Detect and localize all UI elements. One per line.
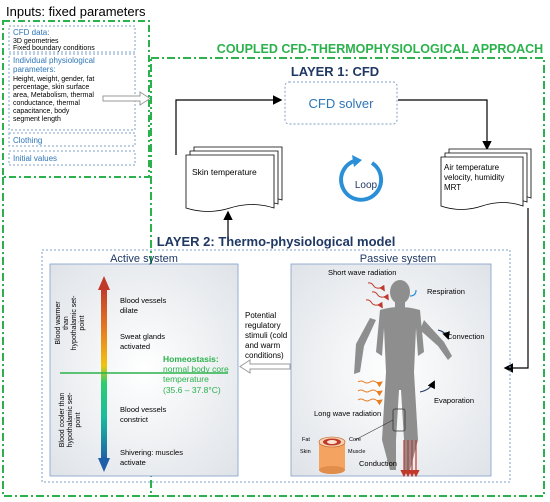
clothing-box xyxy=(8,132,136,147)
cfd-data-line: Fixed boundary conditions xyxy=(13,45,95,52)
individual-parameters-box xyxy=(8,53,136,131)
response-line: dilate xyxy=(120,306,138,315)
blood-cooler-line: hypothalamic set- xyxy=(67,392,74,448)
convection-label: Convection xyxy=(447,332,485,341)
cfd-data-box xyxy=(8,25,136,53)
short-wave-label: Short wave radiation xyxy=(328,268,396,277)
skin-label: Skin xyxy=(300,449,311,455)
blood-warmer-line: than xyxy=(63,316,70,330)
respiration-label: Respiration xyxy=(427,287,465,296)
individual-line: area, Metabolism, thermal xyxy=(13,92,94,99)
response-line: Blood vessels xyxy=(120,405,167,414)
stimuli-line: regulatory xyxy=(245,321,281,330)
temperature-gradient-arrow xyxy=(98,276,110,472)
human-body-figure xyxy=(354,280,452,470)
stimuli-line: stimuli (cold xyxy=(245,331,287,340)
loop-label: Loop xyxy=(355,180,378,191)
stimuli-line: conditions) xyxy=(245,351,284,360)
convection-arrow xyxy=(437,329,450,340)
cfd-data-line: 3D geometries xyxy=(13,38,59,45)
response-line: activate xyxy=(120,458,146,467)
individual-line: percentage, skin surface xyxy=(13,84,89,91)
skin-temperature-label: Skin temperature xyxy=(192,167,257,177)
core-label: Core xyxy=(349,437,361,443)
tissue-cylinder xyxy=(318,436,346,474)
cfd-solver-box xyxy=(284,81,398,125)
stimuli-line: Potential xyxy=(245,311,276,320)
initial-values-box xyxy=(8,150,136,166)
evaporation-arrow xyxy=(419,380,435,393)
homeostasis-line-text: temperature xyxy=(163,374,209,384)
blood-cooler-label: Blood cooler than hypothalamic set- poin… xyxy=(59,392,82,448)
response-line: activated xyxy=(120,342,150,351)
fat-label: Fat xyxy=(302,437,310,443)
response-line: constrict xyxy=(120,415,149,424)
respiration-arrow xyxy=(409,289,417,297)
long-wave-label: Long wave radiation xyxy=(314,409,381,418)
homeostasis-heading: Homeostasis: xyxy=(163,354,219,364)
active-system-panel xyxy=(49,263,239,477)
blood-warmer-line: hypothalamic set- xyxy=(71,295,78,351)
conduction-label: Conduction xyxy=(359,459,397,468)
skin-to-solver-arrow xyxy=(175,95,283,155)
blood-cooler-line: point xyxy=(75,412,82,427)
clothing-label: Clothing xyxy=(13,136,42,145)
coupled-frame-extension xyxy=(2,177,151,497)
layer2-title: LAYER 2: Thermo-physiological model xyxy=(157,234,396,249)
response-line: Shivering: muscles xyxy=(120,448,183,457)
inputs-arrow xyxy=(102,91,151,106)
stimuli-line: and warm xyxy=(245,341,280,350)
conduction-arrows xyxy=(400,440,420,478)
cfd-data-heading: CFD data: xyxy=(13,28,49,37)
blood-warmer-label: Blood warmer than hypothalamic set- poin… xyxy=(55,295,86,351)
evaporation-label: Evaporation xyxy=(434,396,474,405)
inputs-title: Inputs: fixed parameters xyxy=(6,4,146,19)
blood-warmer-line: Blood warmer xyxy=(55,301,62,345)
air-temperature-doc xyxy=(440,148,532,210)
passive-system-title: Passive system xyxy=(360,253,436,265)
individual-line: capacitance, body xyxy=(13,108,70,115)
skin-temperature-doc xyxy=(185,146,283,212)
air-temperature-line: MRT xyxy=(444,183,461,192)
response-line: Blood vessels xyxy=(120,296,167,305)
short-wave-arrows xyxy=(365,282,389,309)
loop-icon xyxy=(339,155,384,202)
air-to-layer2-arrow xyxy=(503,208,529,373)
blood-warmer-line: point xyxy=(79,315,86,330)
air-temperature-line: Air temperature xyxy=(444,163,500,172)
layer1-title: LAYER 1: CFD xyxy=(291,64,379,79)
leg-section-leader xyxy=(354,419,394,441)
homeostasis-line-text: normal body core xyxy=(163,364,229,374)
inputs-frame xyxy=(2,20,150,178)
individual-heading: parameters: xyxy=(13,65,56,74)
individual-line: conductance, thermal xyxy=(13,100,80,107)
blood-cooler-line: Blood cooler than xyxy=(59,393,66,448)
main-title: COUPLED CFD-THERMOPHYSIOLOGICAL APPROACH xyxy=(217,42,543,56)
individual-line: Height, weight, gender, fat xyxy=(13,76,94,83)
cfd-solver-label: CFD solver xyxy=(308,96,374,111)
active-system-title: Active system xyxy=(110,253,178,265)
muscle-label: Muscle xyxy=(348,449,365,455)
initial-values-label: Initial values xyxy=(13,154,57,163)
individual-line: segment length xyxy=(13,116,61,123)
long-wave-arrows xyxy=(357,380,383,406)
stimuli-arrow xyxy=(239,359,291,374)
air-temperature-line: velocity, humidity xyxy=(444,173,504,182)
response-line: Sweat glands xyxy=(120,332,165,341)
solver-to-air-arrow xyxy=(398,99,492,151)
layer2-frame xyxy=(41,249,511,483)
individual-heading: Individual physiological xyxy=(13,56,95,65)
homeostasis-line-text: (35.6 – 37.8°C) xyxy=(163,385,221,395)
